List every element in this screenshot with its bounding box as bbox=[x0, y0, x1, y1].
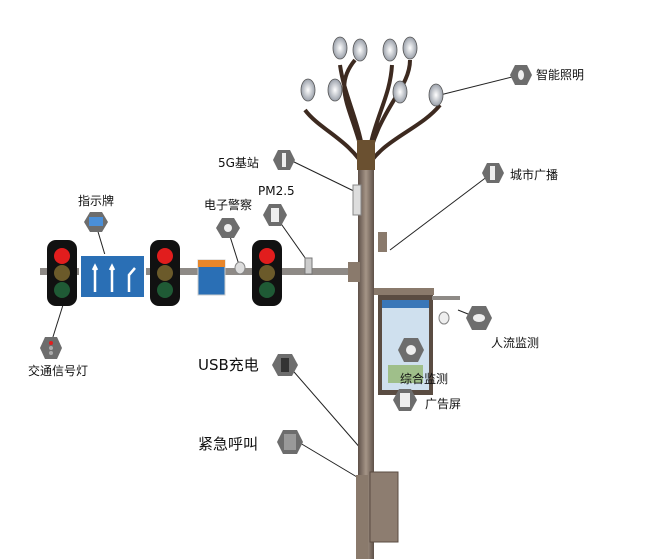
speaker bbox=[378, 232, 387, 252]
label-city-broadcast: 城市广播 bbox=[510, 168, 559, 182]
smart-lighting-lamps bbox=[300, 36, 444, 171]
crowd-camera bbox=[438, 311, 450, 325]
label-integrated-monitor: 综合监测 bbox=[400, 372, 449, 386]
label-pm25: PM2.5 bbox=[258, 184, 295, 198]
label-crowd-monitor: 人流监测 bbox=[491, 336, 540, 350]
label-ad-screen: 广告屏 bbox=[425, 397, 462, 411]
5g-antenna bbox=[352, 184, 362, 216]
label-usb-charge: USB充电 bbox=[198, 356, 259, 374]
camera bbox=[234, 261, 246, 275]
traffic-lights bbox=[47, 240, 282, 306]
label-smart-lighting: 智能照明 bbox=[536, 68, 585, 82]
pole bbox=[358, 170, 374, 559]
label-e-police: 电子警察 bbox=[204, 198, 253, 212]
label-5g-base-station: 5G基站 bbox=[218, 156, 259, 170]
label-emergency-call: 紧急呼叫 bbox=[198, 435, 259, 453]
leader-lines bbox=[51, 74, 521, 481]
pm25-sensor bbox=[304, 257, 313, 275]
label-traffic-light: 交通信号灯 bbox=[28, 364, 89, 378]
label-sign: 指示牌 bbox=[78, 194, 115, 208]
base-cabinet bbox=[369, 471, 399, 543]
